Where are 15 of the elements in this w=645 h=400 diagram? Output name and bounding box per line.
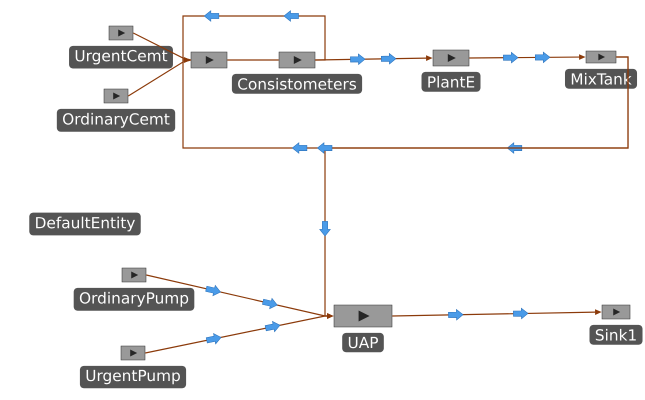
process-block: UrgentCemt: [69, 26, 173, 68]
connector: [128, 59, 191, 97]
process-block: MixTank: [564, 50, 638, 89]
connector: [227, 59, 279, 61]
process-block: PlantE: [422, 50, 480, 92]
entity-label: DefaultEntity: [29, 212, 141, 236]
connector: [182, 10, 326, 63]
process-block: UAP: [334, 304, 392, 352]
process-block: OrdinaryPump: [74, 268, 194, 311]
process-block: Consistometers: [232, 52, 362, 94]
process-block: UrgentPump: [80, 346, 186, 388]
node-label: UAP: [348, 336, 378, 348]
block-icon: [190, 52, 228, 68]
process-block: Sink1: [590, 304, 643, 345]
process-block: OrdinaryCemt: [56, 88, 176, 132]
